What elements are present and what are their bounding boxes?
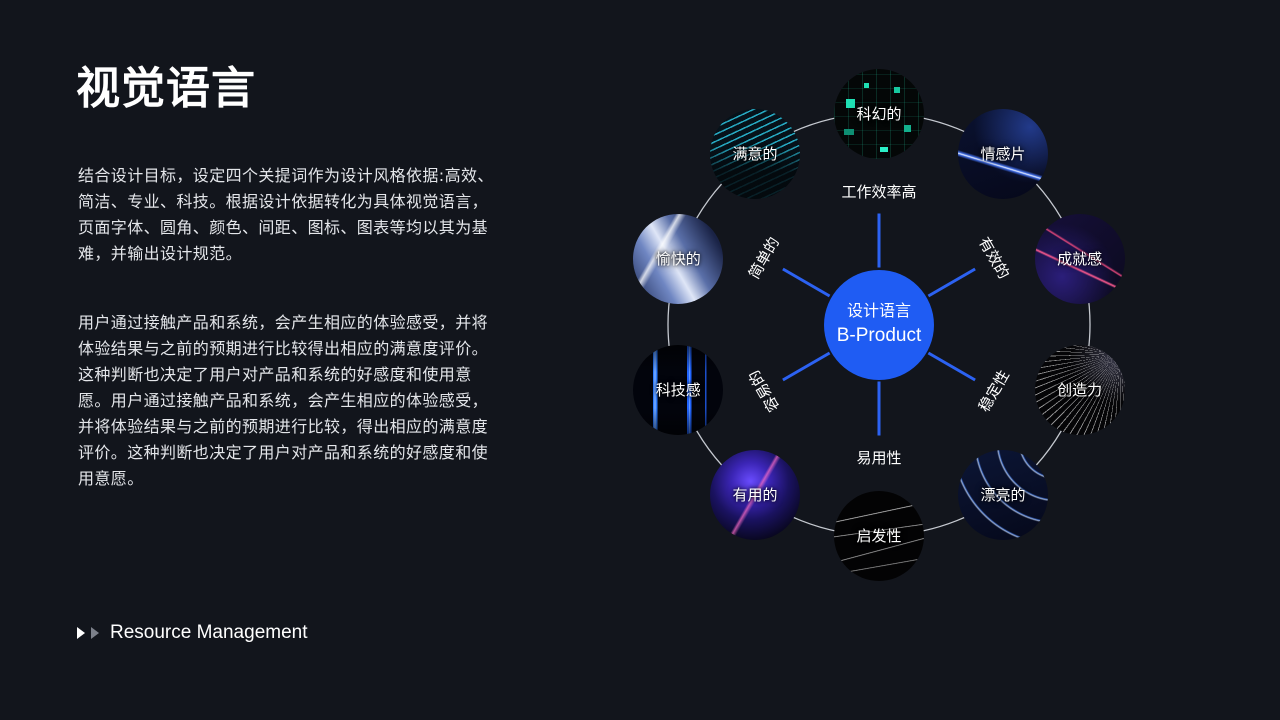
slide-title: 视觉语言 xyxy=(76,63,256,114)
paragraph-line: 用意愿。 xyxy=(78,469,144,488)
keyword-node-label: 有用的 xyxy=(732,486,778,505)
paragraph-line: 简洁、专业、科技。根据设计依据转化为具体视觉语言， xyxy=(78,192,489,211)
paragraph-line: 结合设计目标，设定四个关提词作为设计风格依据:高效、 xyxy=(78,166,494,185)
spoke-label: 易用性 xyxy=(856,448,902,467)
center-subtitle: B-Product xyxy=(836,325,922,346)
spoke-line xyxy=(927,267,976,298)
keyword-node: 科技感 xyxy=(633,344,724,435)
keyword-node-label: 漂亮的 xyxy=(980,486,1026,505)
keyword-node: 创造力 xyxy=(1034,344,1125,435)
spoke-line xyxy=(927,351,976,382)
keyword-node-label: 愉快的 xyxy=(655,250,701,269)
play-icon xyxy=(77,627,85,639)
spoke-line xyxy=(782,351,831,382)
spoke-label: 工作效率高 xyxy=(841,182,917,201)
paragraph-line: 难，并输出设计规范。 xyxy=(78,244,243,263)
paragraph-line: 体验结果与之前的预期进行比较得出相应的满意度评价。 xyxy=(78,339,489,358)
paragraph-line: 愿。用户通过接触产品和系统，会产生相应的体验感受， xyxy=(78,391,489,410)
footer-label: Resource Management xyxy=(110,622,308,643)
keyword-node: 情感片 xyxy=(958,108,1048,199)
keyword-node-label: 科幻的 xyxy=(856,104,902,123)
paragraph-line: 页面字体、圆角、颜色、间距、图标、图表等均以其为基 xyxy=(78,218,489,237)
center-title: 设计语言 xyxy=(846,301,911,320)
footer: Resource Management xyxy=(77,621,308,645)
paragraph-line: 这种判断也决定了用户对产品和系统的好感度和使用意 xyxy=(78,365,472,384)
intro-paragraph: 结合设计目标，设定四个关提词作为设计风格依据:高效、 简洁、专业、科技。根据设计… xyxy=(78,163,494,267)
paragraph-line: 评价。这种判断也决定了用户对产品和系统的好感度和使 xyxy=(78,443,489,462)
keyword-node: 愉快的 xyxy=(633,214,724,305)
keyword-node-label: 创造力 xyxy=(1057,380,1103,399)
experience-paragraph: 用户通过接触产品和系统，会产生相应的体验感受，并将 体验结果与之前的预期进行比较… xyxy=(78,310,488,492)
keyword-node: 科幻的 xyxy=(834,68,924,159)
keyword-node: 启发性 xyxy=(834,490,924,581)
paragraph-line: 并将体验结果与之前的预期进行比较，得出相应的满意度 xyxy=(78,417,489,436)
keyword-node: 成就感 xyxy=(1034,214,1125,305)
keyword-node: 有用的 xyxy=(710,450,800,541)
keyword-node-label: 情感片 xyxy=(980,144,1026,163)
keyword-node-label: 科技感 xyxy=(655,380,701,399)
keyword-node-label: 满意的 xyxy=(732,144,778,163)
keyword-node: 满意的 xyxy=(710,108,800,199)
keyword-node-label: 成就感 xyxy=(1057,250,1103,269)
play-dim-icon xyxy=(91,627,99,639)
keyword-node: 漂亮的 xyxy=(958,450,1048,541)
keyword-node-label: 启发性 xyxy=(856,526,902,545)
spoke-line xyxy=(782,267,831,298)
center-circle: 设计语言 B-Product xyxy=(824,269,934,380)
paragraph-line: 用户通过接触产品和系统，会产生相应的体验感受，并将 xyxy=(78,313,489,332)
